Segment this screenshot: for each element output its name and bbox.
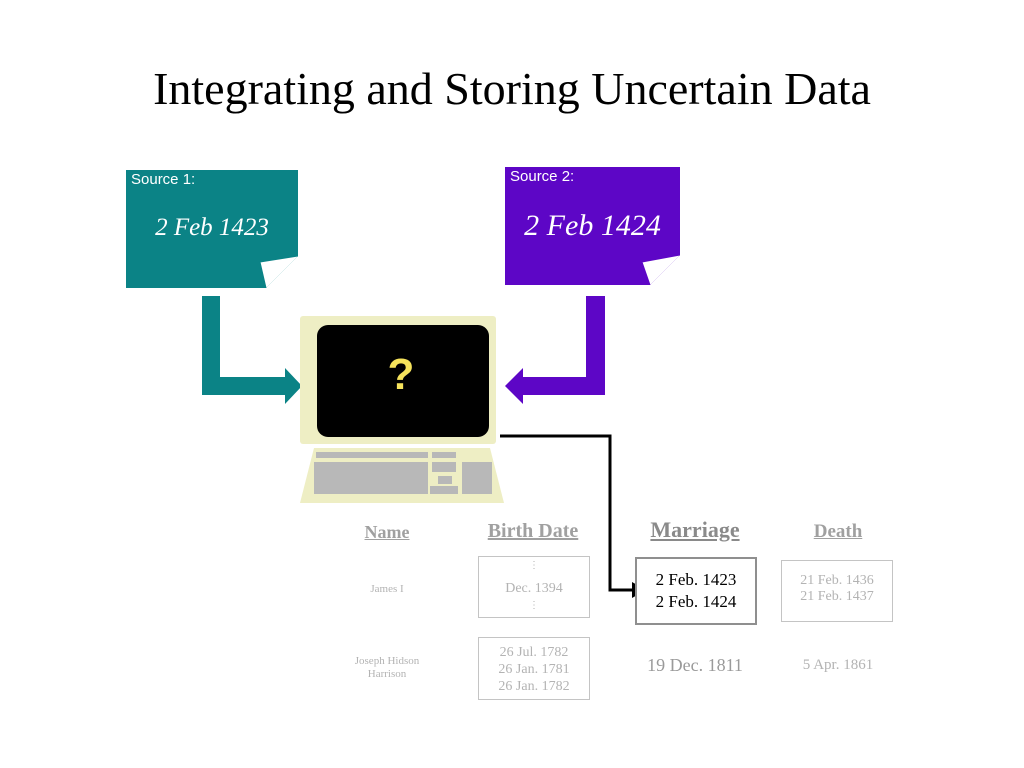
- keyboard-numpad: [462, 462, 492, 494]
- source-1-note-shape: [126, 170, 298, 288]
- source-1-label: Source 1:: [131, 171, 196, 188]
- row1-birth-value: Dec. 1394: [505, 581, 563, 596]
- keyboard-main-keys: [314, 462, 428, 494]
- row1-marriage-value-2: 2 Feb. 1424: [655, 592, 737, 611]
- row2-name: Joseph Hidson Harrison: [354, 655, 420, 680]
- row1-name: James I: [370, 583, 404, 595]
- header-marriage: Marriage: [650, 517, 740, 542]
- source-2-date: 2 Feb 1424: [524, 209, 661, 242]
- row1-death-box: 21 Feb. 1436 21 Feb. 1437: [781, 560, 893, 622]
- header-birth-date: Birth Date: [487, 520, 579, 542]
- source-2-note-shape: [505, 167, 680, 285]
- source-1-date: 2 Feb 1423: [155, 214, 269, 241]
- row1-marriage-box: 2 Feb. 1423 2 Feb. 1424: [635, 557, 757, 625]
- header-death: Death: [813, 521, 863, 542]
- source-2-arrow: [505, 296, 605, 404]
- row1-death-values: 21 Feb. 1436 21 Feb. 1437: [782, 573, 892, 605]
- row1-birth-ellipsis-top: ⋮: [529, 560, 539, 571]
- row2-marriage-value: 19 Dec. 1811: [647, 655, 743, 675]
- row2-birth-value-1: 26 Jul. 1782: [499, 645, 569, 660]
- row1-death-value-2: 21 Feb. 1437: [800, 589, 874, 604]
- row1-death-value-1: 21 Feb. 1436: [800, 573, 874, 588]
- source-1-note: Source 1: 2 Feb 1423: [126, 170, 298, 288]
- row1-birth-box: ⋮ Dec. 1394 ⋮: [478, 556, 590, 618]
- question-mark-icon: ?: [387, 350, 415, 399]
- row1-birth-ellipsis-bottom: ⋮: [529, 600, 539, 611]
- slide-title: Integrating and Storing Uncertain Data: [153, 63, 871, 114]
- source-2-label: Source 2:: [510, 168, 575, 185]
- row2-birth-values: 26 Jul. 1782 26 Jan. 1781 26 Jan. 1782: [479, 644, 589, 695]
- computer-icon: [300, 316, 504, 503]
- row1-marriage-value-1: 2 Feb. 1423: [655, 570, 737, 589]
- row2-birth-value-2: 26 Jan. 1781: [498, 662, 570, 677]
- row2-birth-value-3: 26 Jan. 1782: [498, 679, 570, 694]
- header-name: Name: [364, 522, 410, 542]
- row2-birth-box: 26 Jul. 1782 26 Jan. 1781 26 Jan. 1782: [478, 637, 590, 700]
- computer-screen: [317, 325, 489, 437]
- source-1-arrow: [202, 296, 302, 404]
- source-2-note: Source 2: 2 Feb 1424: [505, 167, 680, 285]
- row2-death-value: 5 Apr. 1861: [802, 657, 874, 673]
- row1-marriage-values: 2 Feb. 1423 2 Feb. 1424: [637, 569, 755, 613]
